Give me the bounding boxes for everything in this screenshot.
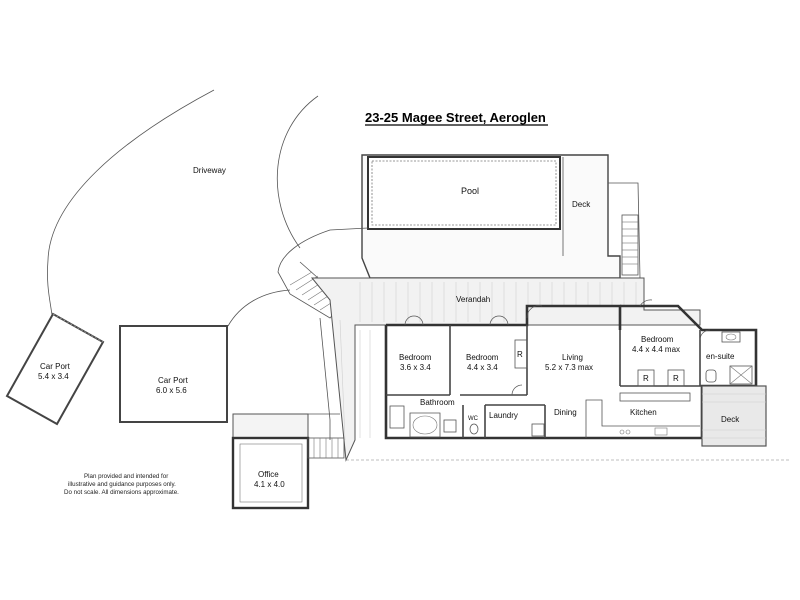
driveway-inner-curve [276,95,319,249]
verandah-label: Verandah [456,295,490,304]
bedroom-3-name: Bedroom [641,335,674,344]
bedroom-2: R Bedroom 4.4 x 3.4 [466,339,528,372]
laundry-tub [531,423,545,437]
living: Living 5.2 x 7.3 max [545,353,593,372]
ensuite-toilet [705,369,717,383]
living-dims: 5.2 x 7.3 max [545,363,593,372]
path-curve-carport [227,289,291,327]
bathroom-basin [443,419,457,433]
office-deck [232,413,309,439]
ensuite-label: en-suite [706,352,735,361]
bedroom-1-dims: 3.6 x 3.4 [400,363,431,372]
bedroom-2-name: Bedroom [466,353,499,362]
pool-coping [371,160,557,226]
verandah-boards [339,282,637,441]
bedroom-1: Bedroom 3.6 x 3.4 [399,353,432,372]
pool-outline [367,156,561,230]
bedroom-3-robe-2 [667,369,685,387]
bathtub-bowl [412,415,438,435]
wc-toilet [469,423,479,435]
right-deck: Deck [701,385,767,447]
laundry-label: Laundry [489,411,518,420]
office-inner [239,443,303,503]
office-outline [231,436,310,510]
bedroom-1-name: Bedroom [399,353,432,362]
carport-2-name: Car Port [158,376,189,385]
deck-upper-label: Deck [572,200,591,209]
disclaimer-line-3: Do not scale. All dimensions approximate… [64,489,179,496]
kitchen-label: Kitchen [630,408,657,417]
bedroom-3-robe-1-label: R [643,374,649,383]
bedroom-2-robe-label: R [517,350,523,359]
dining-label: Dining [554,408,577,417]
path-edge-left [319,317,331,440]
pool-area: Pool Deck [361,154,621,279]
kitchen-cooktop-1 [619,429,625,435]
bathtub [409,412,441,438]
ensuite-basin-bowl [725,333,737,341]
office-name: Office [258,470,279,479]
bathroom-label: Bathroom [420,398,455,407]
carport-1-outline [5,312,105,426]
office: Office 4.1 x 4.0 [231,413,310,510]
right-deck-label: Deck [721,415,740,424]
ensuite-shower [729,365,753,385]
living-name: Living [562,353,583,362]
kitchen: Kitchen [585,392,700,438]
bedroom-3-dims: 4.4 x 4.4 max [632,345,680,354]
kitchen-bench [585,399,700,438]
house-walls [384,304,758,440]
bedroom-3-robe-2-label: R [673,374,679,383]
bathroom-vanity [389,405,405,429]
office-dims: 4.1 x 4.0 [254,480,285,489]
bedroom-3-robe-1 [637,369,655,387]
carport-1-dims: 5.4 x 3.4 [38,372,69,381]
driveway-label: Driveway [193,166,226,175]
bedroom-3: Bedroom 4.4 x 4.4 max R R [632,335,685,387]
carport-1: Car Port 5.4 x 3.4 [5,312,105,426]
carport-1-open-edge [52,313,104,343]
disclaimer-line-1: Plan provided and intended for [84,473,168,480]
kitchen-sink [654,427,668,436]
carport-2: Car Port 6.0 x 5.6 [119,325,228,423]
disclaimer-line-2: illustrative and guidance purposes only. [68,481,176,488]
bathroom: Bathroom [389,398,457,438]
ensuite-basin [721,331,741,343]
office-steps [307,437,345,459]
carport-1-name: Car Port [40,362,71,371]
doors [404,299,711,396]
ensuite: en-suite [705,331,753,385]
kitchen-island [619,392,691,402]
kitchen-cooktop-2 [625,429,631,435]
driveway-outer-curve [47,89,215,316]
laundry: Laundry [489,411,545,437]
wc-label: WC [468,416,479,422]
bedroom-2-dims: 4.4 x 3.4 [467,363,498,372]
right-deck-outline [701,385,767,447]
plan-title: 23-25 Magee Street, Aeroglen [365,110,546,125]
wc: WC [468,416,479,435]
bedroom-2-robe [514,339,528,369]
carport-2-outline [119,325,228,423]
pool-label: Pool [461,186,479,196]
carport-2-dims: 6.0 x 5.6 [156,386,187,395]
